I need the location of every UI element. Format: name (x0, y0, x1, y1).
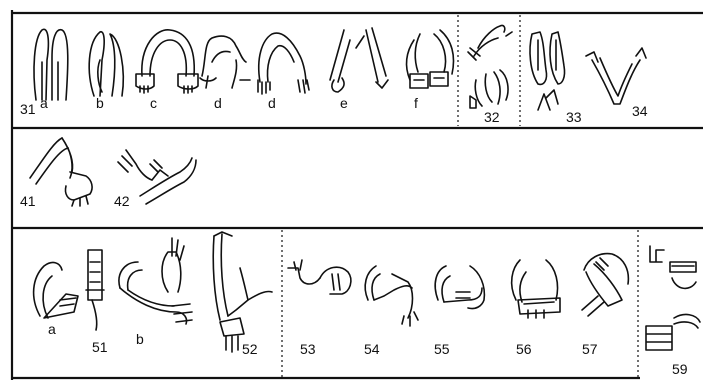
sketch-57 (582, 254, 628, 316)
sketch-33 (530, 32, 565, 110)
sketch-52 (213, 232, 272, 352)
sketch-32 (468, 25, 512, 108)
label-42: 42 (114, 193, 130, 209)
sketch-34 (586, 48, 646, 104)
sketch-51b (119, 238, 192, 324)
label-57: 57 (582, 341, 598, 357)
sketch-55 (435, 266, 484, 309)
label-52: 52 (242, 341, 258, 357)
label-54: 54 (364, 341, 380, 357)
sketch-31b (89, 32, 123, 96)
label-51b: b (136, 331, 144, 347)
label-31d-2: d (268, 95, 276, 111)
sketch-51a (34, 250, 104, 330)
sketch-31c (136, 30, 198, 93)
label-31e: e (340, 95, 348, 111)
sketch-56 (512, 260, 560, 318)
sketch-31f (407, 30, 454, 88)
label-55: 55 (434, 341, 450, 357)
label-32: 32 (484, 109, 500, 125)
label-56: 56 (516, 341, 532, 357)
label-31: 31 (20, 101, 36, 117)
sketch-31a (34, 29, 68, 100)
label-34: 34 (632, 103, 648, 119)
label-51: 51 (92, 339, 108, 355)
sketch-31d-1 (200, 36, 250, 88)
label-59: 59 (672, 361, 688, 377)
label-31c: c (150, 95, 157, 111)
label-31a: a (40, 95, 48, 111)
label-53: 53 (300, 341, 316, 357)
sketch-41 (30, 138, 92, 206)
label-51a: a (48, 321, 56, 337)
sketch-54 (365, 266, 418, 326)
sketch-42 (118, 150, 196, 204)
sketch-53 (288, 260, 351, 294)
sketch-59 (646, 246, 700, 350)
label-41: 41 (20, 193, 36, 209)
sketch-31d-2 (258, 33, 309, 94)
label-31f: f (414, 95, 418, 111)
label-31d-1: d (214, 95, 222, 111)
label-31b: b (96, 95, 104, 111)
label-33: 33 (566, 109, 582, 125)
sketch-31e (330, 28, 388, 92)
